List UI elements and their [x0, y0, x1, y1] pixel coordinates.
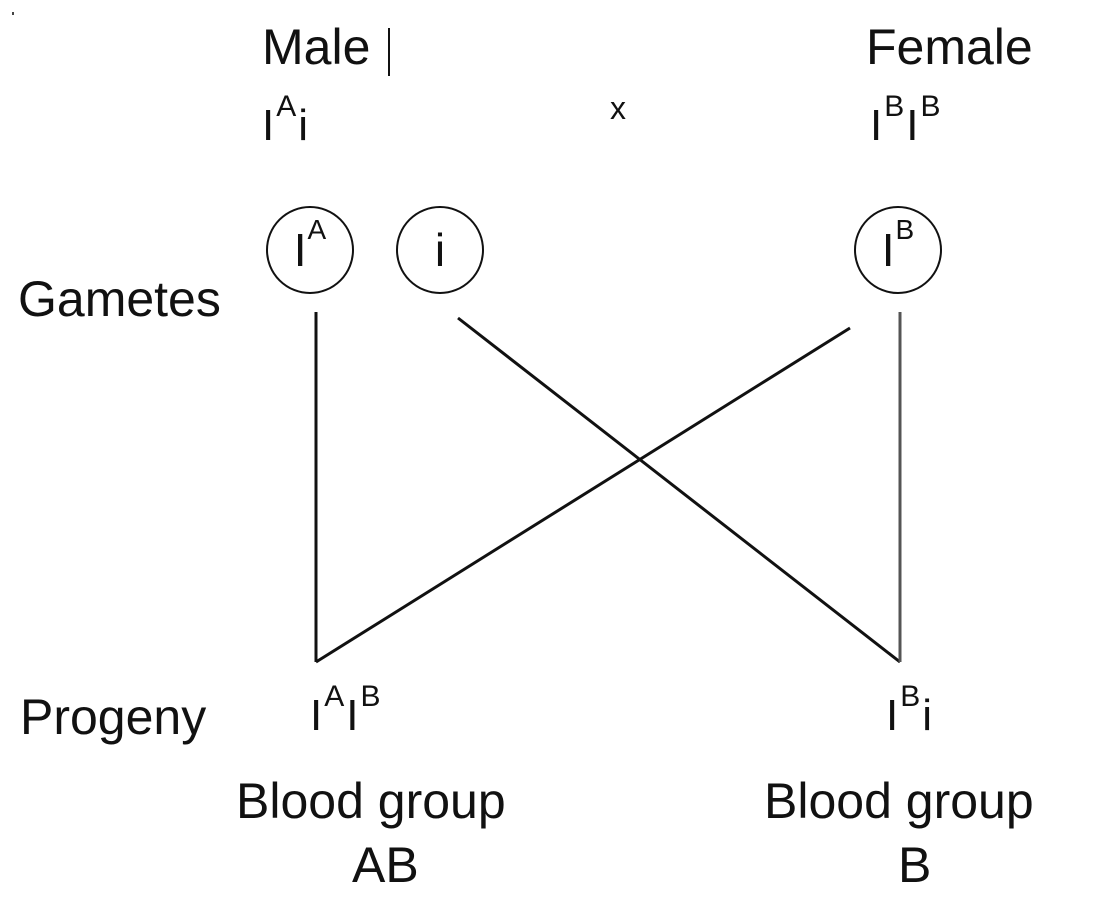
progeny-2-allele-1-sup: B: [900, 680, 921, 713]
female-label: Female: [866, 19, 1033, 75]
progeny-1-genotype: IAIB: [310, 682, 383, 740]
progeny-1-allele-2: I: [346, 691, 359, 740]
progeny-2-allele-2: i: [922, 691, 933, 740]
progeny-2-genotype: IBi: [886, 682, 933, 740]
progeny-2-phenotype: Blood group: [764, 773, 1034, 829]
progeny-1-phenotype: Blood group: [236, 773, 506, 829]
progeny-2-allele-1: I: [886, 691, 899, 740]
male-label: Male: [262, 19, 371, 75]
line-ib-to-progeny-1: [315, 326, 851, 664]
stray-mark: [12, 12, 14, 15]
cross-symbol: x: [610, 90, 626, 126]
gamete-male-ia-base: I: [293, 224, 307, 276]
male-allele-1-sup: A: [276, 90, 297, 123]
male-genotype: IAi: [262, 92, 309, 150]
female-allele-2-sup: B: [920, 90, 941, 123]
progeny-1-allele-2-sup: B: [360, 680, 381, 713]
female-allele-2: I: [906, 101, 919, 150]
gamete-female-ib-base: I: [881, 224, 895, 276]
progeny-1-allele-1: I: [310, 691, 323, 740]
gamete-male-i-base: i: [434, 224, 446, 276]
text-cursor: [388, 28, 390, 76]
progeny-label: Progeny: [20, 689, 207, 745]
female-allele-1-sup: B: [884, 90, 905, 123]
progeny-1-allele-1-sup: A: [324, 680, 345, 713]
progeny-1-blood-group: AB: [352, 837, 419, 893]
gamete-female-ib-sup: B: [895, 214, 915, 245]
male-allele-1: I: [262, 101, 275, 150]
male-allele-2: i: [298, 101, 309, 150]
gamete-male-i: i: [396, 206, 484, 294]
line-i-to-progeny-2: [457, 316, 901, 664]
female-allele-1: I: [870, 101, 883, 150]
progeny-2-blood-group: B: [898, 837, 932, 893]
gametes-label: Gametes: [18, 271, 221, 327]
female-genotype: IBIB: [870, 92, 943, 150]
gamete-male-ia-sup: A: [307, 214, 327, 245]
